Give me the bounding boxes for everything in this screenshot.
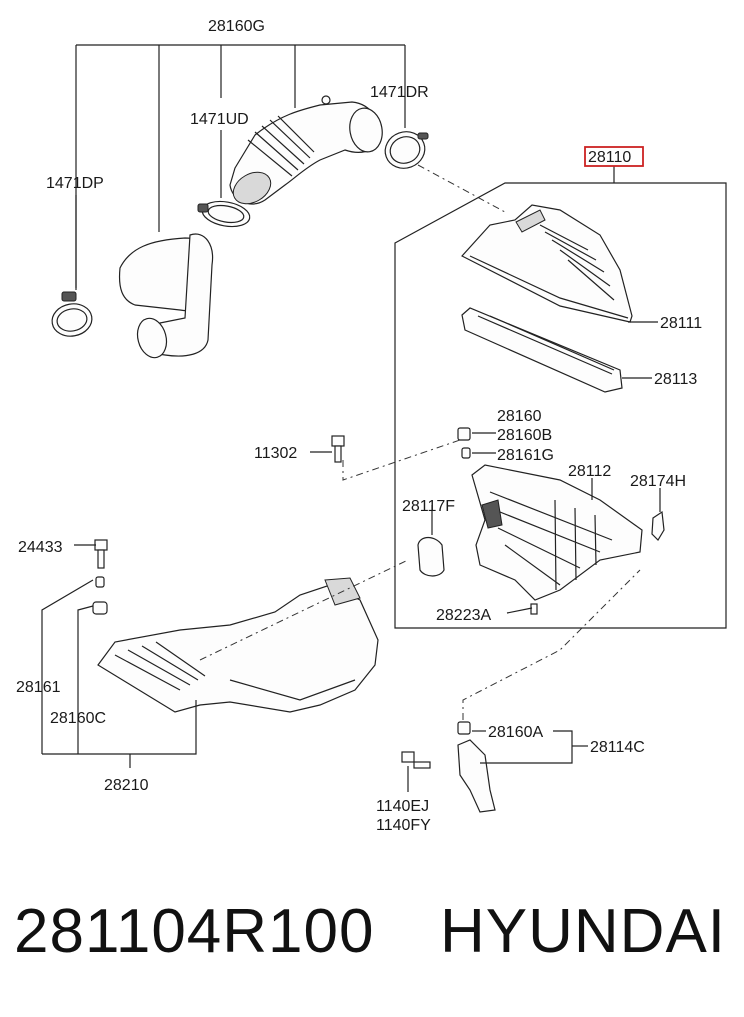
air-cleaner-cover (461, 204, 633, 323)
label-1471DP: 1471DP (46, 175, 104, 192)
label-28160: 28160 (497, 408, 542, 425)
highlight-box-28110 (584, 146, 644, 167)
bracket-28114C (401, 721, 496, 813)
label-1140FY: 1140FY (376, 817, 431, 834)
label-28160B: 28160B (497, 427, 552, 444)
leader-28160G (75, 44, 406, 290)
label-28117F: 28117F (402, 498, 455, 515)
label-28111: 28111 (660, 315, 702, 332)
leader-lines (41, 321, 661, 792)
label-1471DR: 1471DR (370, 84, 429, 101)
bolt-11302 (331, 435, 345, 463)
brand-caption: HYUNDAI (440, 897, 727, 966)
bolt-24433 (92, 539, 108, 615)
label-28210: 28210 (104, 777, 149, 794)
label-11302: 11302 (254, 445, 297, 462)
label-24433: 24433 (18, 539, 63, 556)
label-28161: 28161 (16, 679, 61, 696)
label-28161G: 28161G (497, 447, 554, 464)
label-28113: 28113 (654, 371, 697, 388)
label-28160G: 28160G (208, 18, 265, 35)
filter-element (461, 307, 623, 393)
small-parts-box (417, 427, 665, 615)
air-cleaner-lower-body (471, 464, 643, 601)
clamp-1471DP (51, 291, 93, 337)
part-number-caption: 281104R100 (14, 897, 375, 966)
clamp-1471DR (384, 131, 429, 169)
lower-air-duct (97, 577, 379, 713)
air-cleaner-parts-diagram: 28160G 1471DR 1471UD 1471DP 28110 28111 … (16, 18, 727, 834)
label-28114C: 28114C (590, 739, 645, 756)
intake-hose (229, 95, 383, 205)
label-28160C: 28160C (50, 710, 106, 727)
label-28223A: 28223A (436, 607, 491, 624)
label-1140EJ: 1140EJ (376, 798, 429, 815)
label-28110: 28110 (588, 149, 631, 166)
label-1471UD: 1471UD (190, 111, 249, 128)
label-28160A: 28160A (488, 724, 543, 741)
resonator (118, 233, 214, 359)
clamp-1471UD (197, 200, 251, 228)
part-labels: 28160G 1471DR 1471UD 1471DP 28110 28111 … (16, 18, 702, 834)
label-28112: 28112 (568, 463, 611, 480)
assembly-box-28110 (394, 146, 727, 629)
label-28174H: 28174H (630, 473, 686, 490)
